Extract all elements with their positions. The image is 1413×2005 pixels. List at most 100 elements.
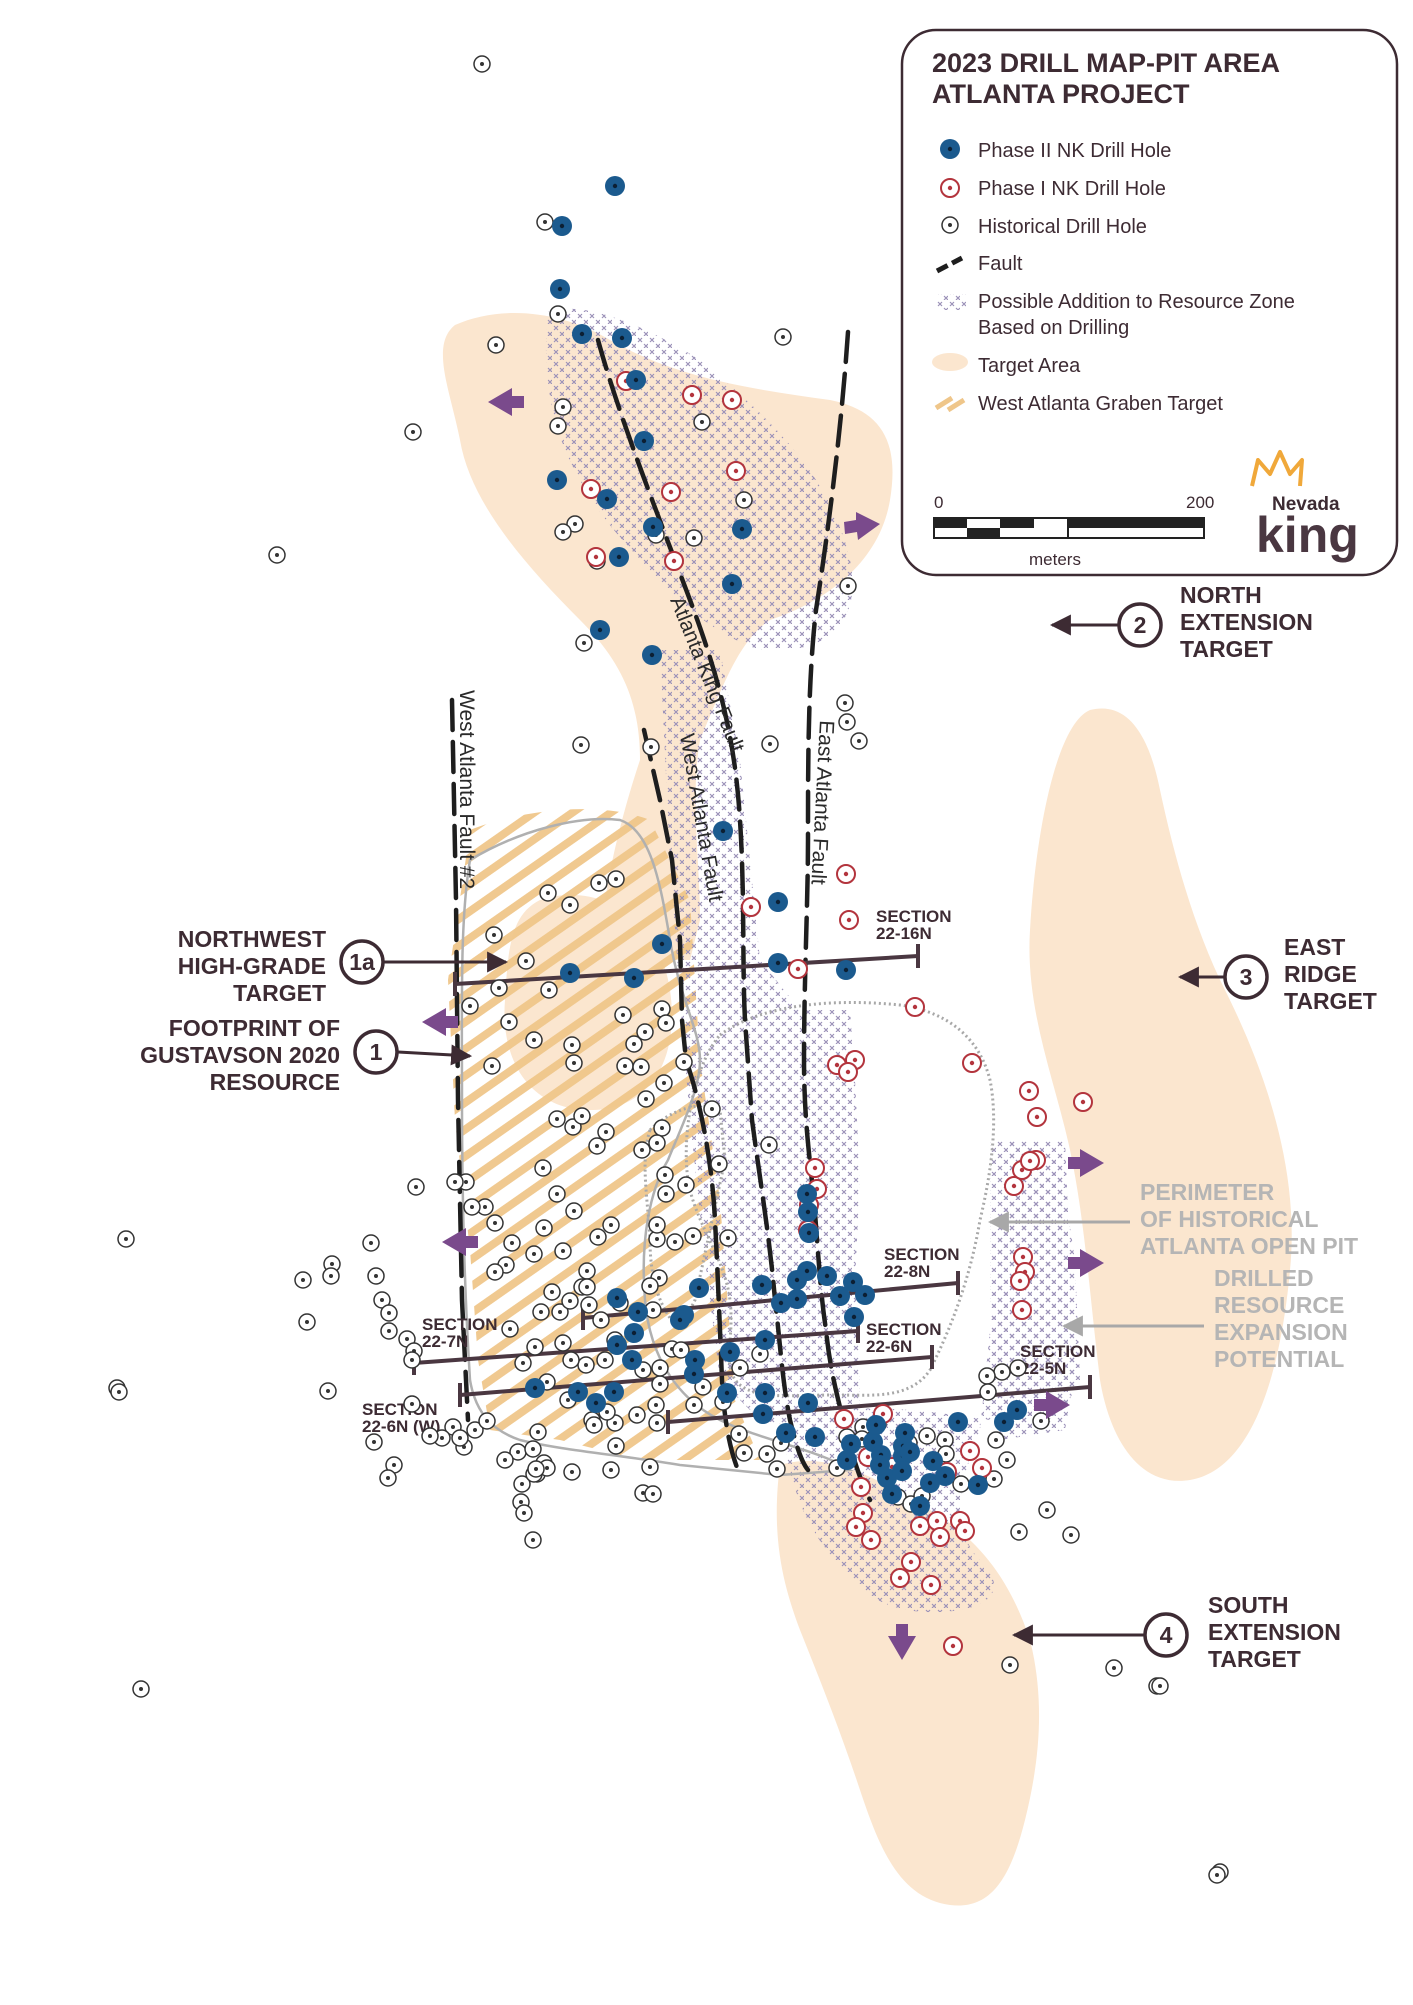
phase1-drill-hole xyxy=(788,959,808,979)
phase2-drill-hole xyxy=(776,1423,796,1443)
phase2-drill-hole xyxy=(689,1278,709,1298)
phase1-drill-hole xyxy=(741,897,761,917)
historical-drill-hole xyxy=(625,1035,643,1053)
historical-drill-hole xyxy=(666,1233,684,1251)
historical-drill-hole xyxy=(850,732,868,750)
phase2-drill-hole xyxy=(817,1266,837,1286)
logo-big: king xyxy=(1256,507,1359,563)
historical-drill-hole xyxy=(561,1292,579,1310)
historical-drill-hole xyxy=(554,1242,572,1260)
historical-drill-hole xyxy=(596,1351,614,1369)
phase2-drill-hole xyxy=(787,1270,807,1290)
crown-icon xyxy=(1250,450,1304,487)
historical-drill-hole xyxy=(648,1414,666,1432)
historical-drill-hole xyxy=(539,884,557,902)
phase1-drill-hole xyxy=(722,390,742,410)
historical-drill-hole xyxy=(463,1198,481,1216)
historical-drill-hole xyxy=(573,1107,591,1125)
historical-drill-hole xyxy=(1001,1656,1019,1674)
phase1-drill-hole xyxy=(581,479,601,499)
historical-drill-hole xyxy=(525,1031,543,1049)
historical-drill-hole xyxy=(268,546,286,564)
historical-drill-hole xyxy=(952,1475,970,1493)
historical-drill-hole xyxy=(473,55,491,73)
historical-drill-hole xyxy=(1032,1412,1050,1430)
phase1-drill-hole xyxy=(726,461,746,481)
historical-drill-hole xyxy=(380,1322,398,1340)
historical-drill-hole xyxy=(527,1460,545,1478)
phase1-drill-hole xyxy=(846,1517,866,1537)
phase2-drill-hole xyxy=(844,1307,864,1327)
legend-phase1-label: Phase I NK Drill Hole xyxy=(978,178,1166,200)
section-label-16n-b: 22-16N xyxy=(876,924,932,943)
phase2-drill-hole xyxy=(684,1364,704,1384)
historical-drill-hole xyxy=(403,1395,421,1413)
phase1-drill-hole xyxy=(682,385,702,405)
historical-drill-hole xyxy=(588,1137,606,1155)
scale-end: 200 xyxy=(1186,493,1214,512)
historical-drill-hole xyxy=(421,1427,439,1445)
historical-drill-hole xyxy=(461,997,479,1015)
phase2-drill-hole xyxy=(837,1450,857,1470)
historical-drill-hole xyxy=(710,1155,728,1173)
historical-drill-hole xyxy=(322,1267,340,1285)
phase2-drill-hole xyxy=(547,470,567,490)
arrow-east-1 xyxy=(1068,1149,1104,1177)
section-label-8n-a: SECTION xyxy=(884,1245,960,1264)
phase2-drill-hole xyxy=(753,1404,773,1424)
phase2-drill-hole xyxy=(607,1288,627,1308)
historical-drill-hole xyxy=(486,1263,504,1281)
phase1-drill-hole xyxy=(955,1521,975,1541)
phase2-drill-hole xyxy=(866,1415,886,1435)
historical-drill-hole xyxy=(561,896,579,914)
phase2-drill-hole xyxy=(968,1475,988,1495)
phase2-drill-hole xyxy=(609,547,629,567)
historical-drill-hole xyxy=(1010,1523,1028,1541)
arrow-south xyxy=(888,1624,916,1660)
historical-drill-hole xyxy=(403,1351,421,1369)
target-area-east-ridge xyxy=(1029,708,1292,1481)
historical-drill-hole xyxy=(719,1229,737,1247)
phase2-drill-hole xyxy=(605,176,625,196)
historical-drill-hole xyxy=(110,1383,128,1401)
section-line-22-16n xyxy=(453,944,920,996)
historical-drill-hole xyxy=(978,1367,996,1385)
historical-drill-hole xyxy=(703,1100,721,1118)
target-1-num: 1 xyxy=(370,1039,383,1065)
historical-drill-hole xyxy=(490,979,508,997)
historical-drill-hole xyxy=(536,213,554,231)
legend-phase2-label: Phase II NK Drill Hole xyxy=(978,140,1171,162)
phase2-drill-hole xyxy=(607,1335,627,1355)
historical-drill-hole xyxy=(735,491,753,509)
logo-small: Nevada xyxy=(1272,494,1340,515)
historical-drill-hole xyxy=(644,1485,662,1503)
phase2-drill-hole xyxy=(717,1383,737,1403)
phase2-drill-hole xyxy=(624,1323,644,1343)
phase2-drill-hole xyxy=(805,1427,825,1447)
fault-west-atlanta-2 xyxy=(449,697,471,1423)
historical-drill-hole xyxy=(1151,1677,1169,1695)
historical-drill-hole xyxy=(500,1013,518,1031)
phase2-drill-hole xyxy=(525,1378,545,1398)
phase2-drill-hole xyxy=(713,821,733,841)
phase1-drill-hole xyxy=(972,1458,992,1478)
historical-drill-hole xyxy=(551,1303,569,1321)
phase2-drill-hole xyxy=(597,489,617,509)
historical-drill-hole xyxy=(632,1058,650,1076)
phase2-drill-hole xyxy=(882,1484,902,1504)
historical-drill-hole xyxy=(534,1159,552,1177)
target-4-num: 4 xyxy=(1160,1622,1173,1648)
phase2-drill-hole xyxy=(628,1302,648,1322)
historical-drill-hole xyxy=(592,1311,610,1329)
phase2-drill-hole xyxy=(895,1423,915,1443)
phase2-drill-hole xyxy=(935,1466,955,1486)
phase2-drill-hole xyxy=(722,574,742,594)
phase1-drill-hole xyxy=(960,1441,980,1461)
historical-drill-hole xyxy=(132,1680,150,1698)
